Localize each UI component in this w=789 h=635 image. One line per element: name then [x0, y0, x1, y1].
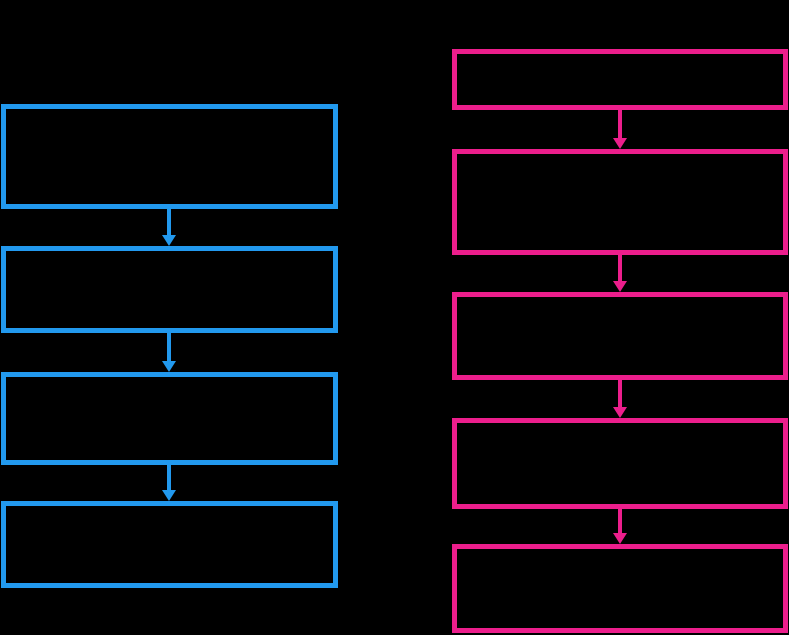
arrow-head [613, 138, 627, 149]
arrow-down-icon [612, 110, 628, 149]
flow-box [452, 544, 788, 633]
arrow-head [162, 490, 176, 501]
arrow-shaft [167, 465, 171, 492]
arrow-head [162, 361, 176, 372]
flow-box [1, 372, 338, 465]
flow-box [1, 104, 338, 209]
arrow-head [162, 235, 176, 246]
arrow-shaft [167, 209, 171, 237]
arrow-head [613, 281, 627, 292]
flow-box [452, 418, 788, 509]
arrow-down-icon [161, 209, 177, 246]
flow-box [452, 49, 788, 110]
arrow-head [613, 533, 627, 544]
arrow-shaft [618, 255, 622, 283]
arrow-shaft [618, 509, 622, 535]
arrow-head [613, 407, 627, 418]
arrow-shaft [618, 380, 622, 409]
arrow-shaft [618, 110, 622, 140]
arrow-down-icon [612, 380, 628, 418]
arrow-down-icon [161, 465, 177, 501]
flow-box [1, 246, 338, 333]
arrow-shaft [167, 333, 171, 363]
flow-box [452, 149, 788, 255]
arrow-down-icon [612, 255, 628, 292]
flow-box [1, 501, 338, 588]
arrow-down-icon [612, 509, 628, 544]
arrow-down-icon [161, 333, 177, 372]
flow-box [452, 292, 788, 380]
